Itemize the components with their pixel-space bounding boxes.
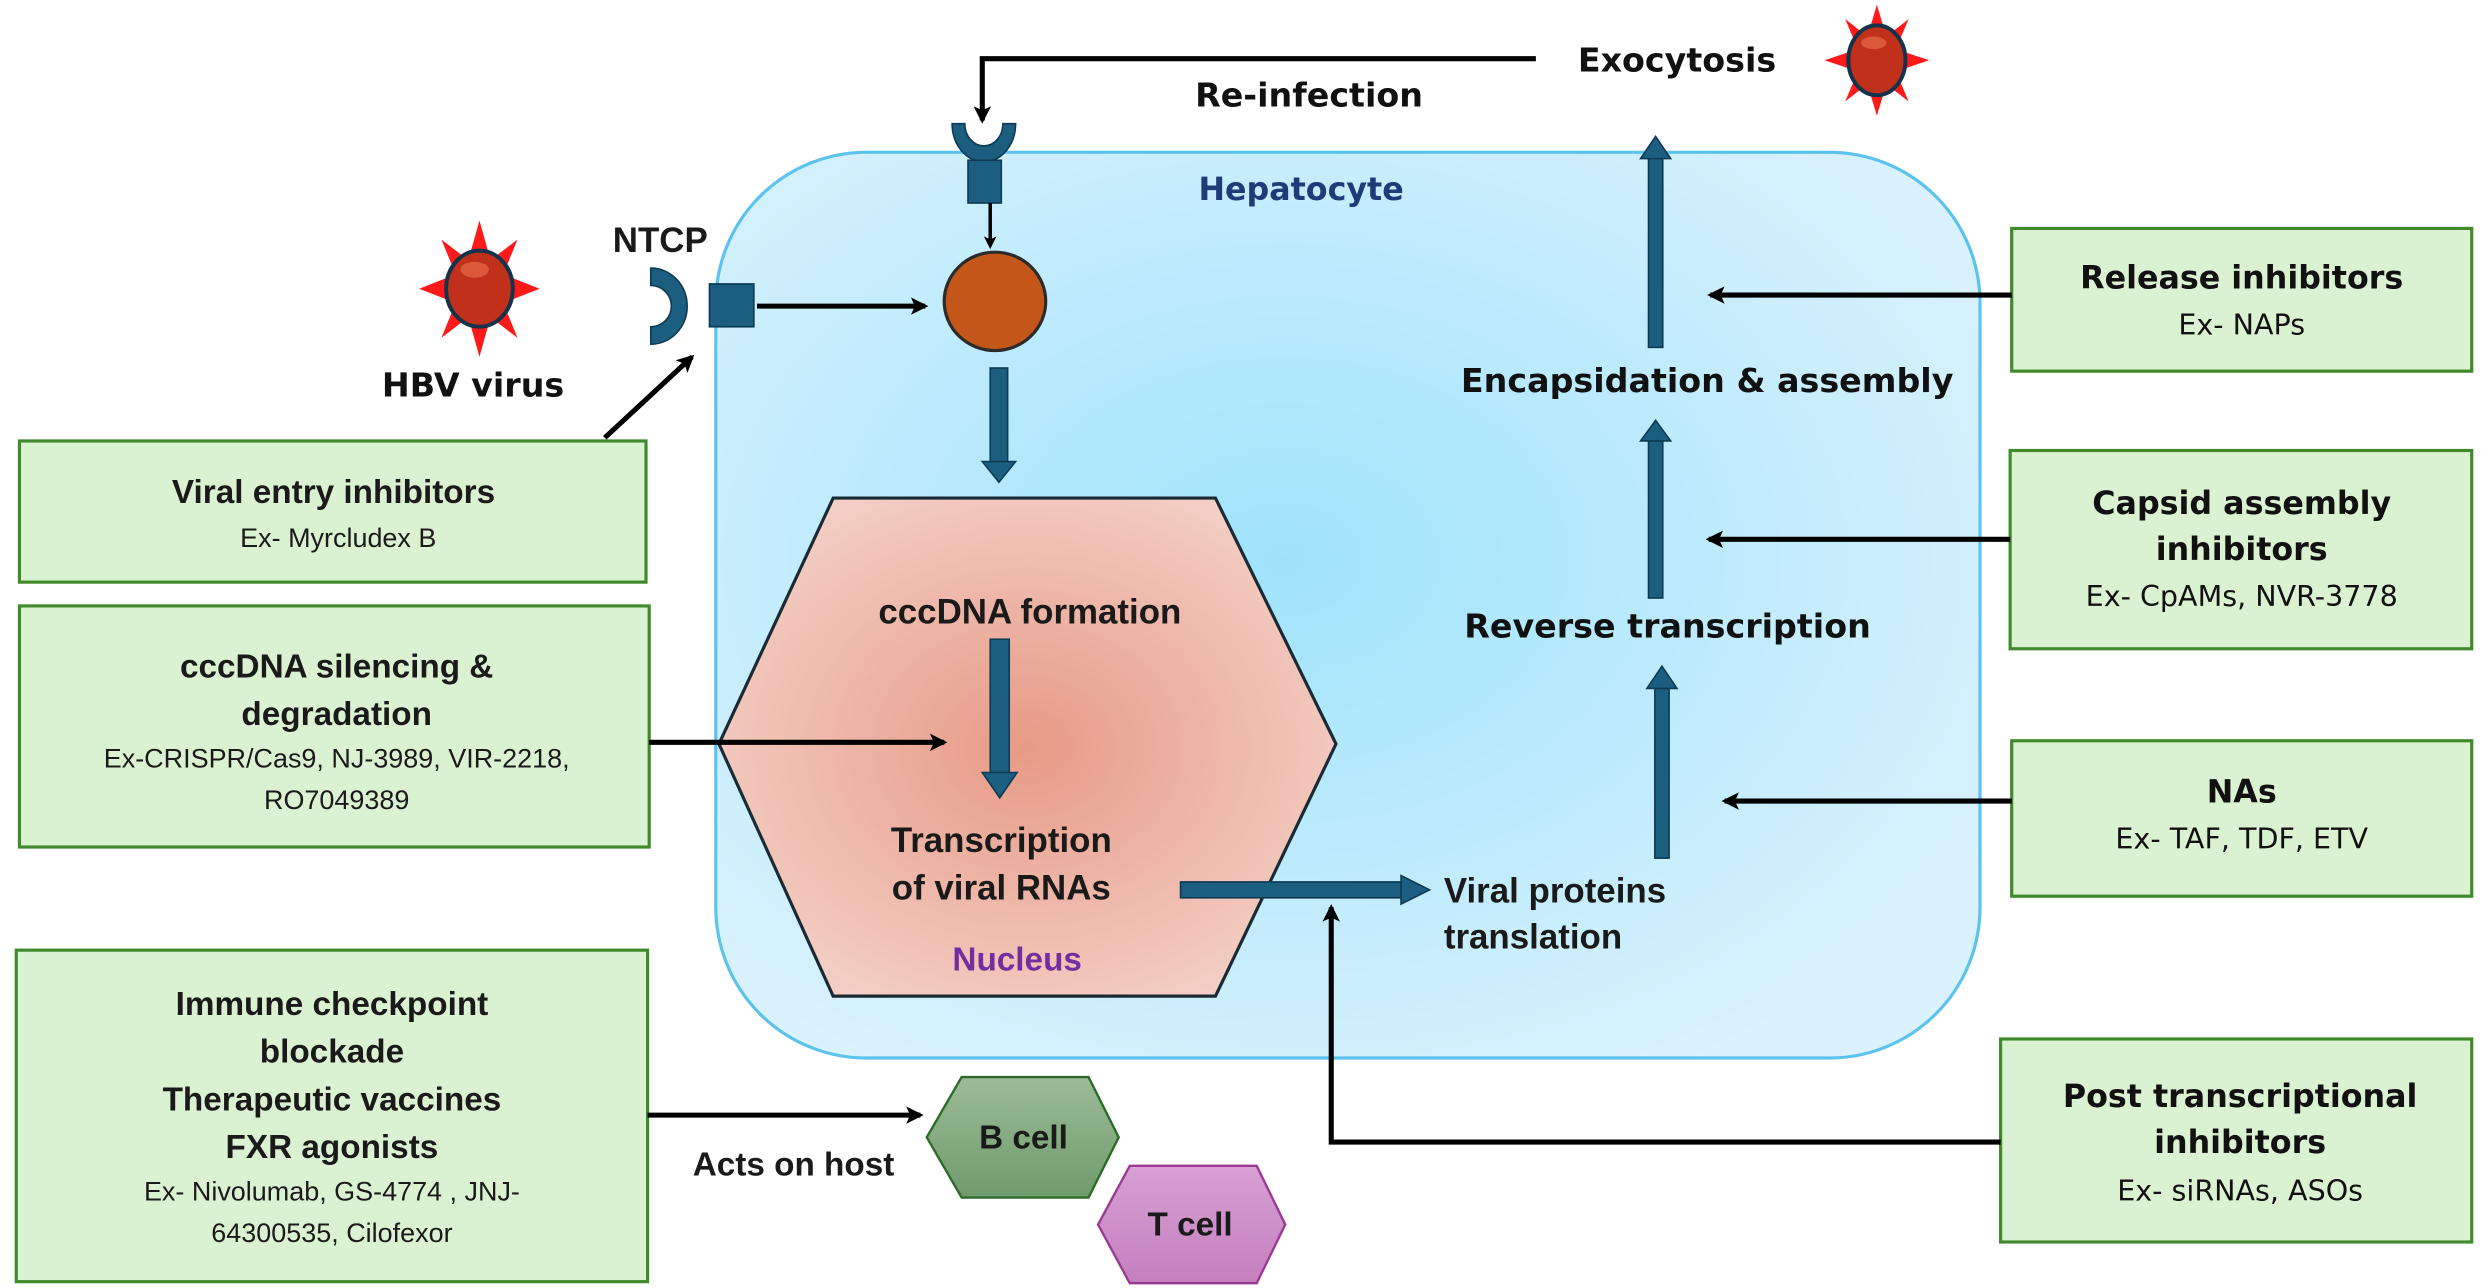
- box-title-2: inhibitors: [2154, 1125, 2326, 1161]
- nucleus-hexagon: [717, 496, 1338, 998]
- nucleus-label: Nucleus: [952, 942, 1082, 979]
- box-examples: Ex- TAF, TDF, ETV: [2115, 822, 2368, 856]
- cccdna-silencing-box[interactable]: cccDNA silencing & degradation Ex-CRISPR…: [17, 604, 651, 849]
- release-inhibitors-box[interactable]: Release inhibitors Ex- NAPs: [2010, 226, 2474, 373]
- arrow-reverse-to-encapsidation: [1638, 419, 1673, 599]
- viral-entry-inhibitors-box[interactable]: Viral entry inhibitors Ex- Myrcludex B: [17, 439, 648, 584]
- capsid-particle: [942, 250, 1048, 353]
- viral-proteins-label-2: translation: [1444, 918, 1622, 957]
- transcription-label-1: Transcription: [891, 821, 1112, 860]
- t-cell-label: T cell: [1147, 1207, 1232, 1244]
- t-cell: T cell: [1096, 1164, 1287, 1285]
- box-examples-1: Ex- Nivolumab, GS-4774 , JNJ-: [144, 1177, 520, 1207]
- box-examples: Ex- Myrcludex B: [240, 523, 436, 553]
- arrow-entry-inhibitor-to-ntcp: [603, 354, 695, 440]
- box-title-1: Capsid assembly: [2092, 486, 2391, 522]
- box-title-3: Therapeutic vaccines: [163, 1081, 502, 1118]
- box-examples-1: Ex-CRISPR/Cas9, NJ-3989, VIR-2218,: [104, 744, 570, 774]
- acts-on-host-label: Acts on host: [693, 1146, 895, 1183]
- reinfection-label: Re-infection: [1195, 75, 1423, 114]
- arrow-translation-to-reverse: [1645, 664, 1679, 859]
- arrow-capsid-to-nucleus: [980, 367, 1018, 484]
- viral-proteins-label-1: Viral proteins: [1444, 872, 1666, 911]
- b-cell: B cell: [925, 1075, 1121, 1199]
- box-examples: Ex- siRNAs, ASOs: [2117, 1174, 2363, 1208]
- box-title-1: Post transcriptional: [2063, 1079, 2418, 1115]
- box-examples: Ex- NAPs: [2178, 308, 2305, 342]
- box-title: NAs: [2207, 775, 2277, 811]
- ntcp-receptor-icon: [649, 267, 755, 346]
- hbv-virus-label: HBV virus: [382, 366, 564, 405]
- box-title-1: Immune checkpoint: [176, 986, 489, 1023]
- immune-therapy-box[interactable]: Immune checkpoint blockade Therapeutic v…: [14, 948, 650, 1284]
- box-title-2: blockade: [260, 1034, 404, 1071]
- box-title: Release inhibitors: [2080, 261, 2403, 297]
- cccdna-formation-label: cccDNA formation: [878, 592, 1181, 631]
- box-title: Viral entry inhibitors: [172, 474, 495, 511]
- post-transcriptional-inhibitors-box[interactable]: Post transcriptional inhibitors Ex- siRN…: [1999, 1037, 2474, 1244]
- b-cell-label: B cell: [979, 1119, 1068, 1156]
- box-examples-2: 64300535, Cilofexor: [211, 1218, 452, 1248]
- box-title-4: FXR agonists: [226, 1129, 439, 1166]
- hbv-virus-icon: [419, 220, 540, 357]
- exocytosed-virus-icon: [1824, 4, 1930, 116]
- hepatocyte-label: Hepatocyte: [1198, 172, 1403, 208]
- arrow-post-transcriptional-inhibitor: [1322, 904, 2001, 1145]
- box-title-1: cccDNA silencing &: [180, 648, 493, 685]
- nas-box[interactable]: NAs Ex- TAF, TDF, ETV: [2010, 739, 2474, 898]
- encapsidation-label: Encapsidation & assembly: [1461, 361, 1954, 400]
- reinfection-receptor-icon: [951, 122, 1017, 204]
- arrow-transcription-to-translation: [1179, 874, 1432, 906]
- box-examples-2: RO7049389: [264, 785, 409, 815]
- reverse-transcription-label: Reverse transcription: [1464, 607, 1871, 646]
- exocytosis-label: Exocytosis: [1578, 40, 1776, 79]
- ntcp-label: NTCP: [613, 221, 708, 260]
- transcription-label-2: of viral RNAs: [892, 868, 1111, 907]
- arrow-exocytosis-up: [1639, 135, 1673, 349]
- box-title-2: degradation: [241, 696, 432, 733]
- arrow-cccdna-to-transcription: [980, 638, 1019, 800]
- box-title-2: inhibitors: [2156, 532, 2328, 568]
- capsid-assembly-inhibitors-box[interactable]: Capsid assembly inhibitors Ex- CpAMs, NV…: [2008, 448, 2474, 651]
- reinfection-path: [973, 56, 1536, 124]
- box-examples: Ex- CpAMs, NVR-3778: [2086, 579, 2398, 613]
